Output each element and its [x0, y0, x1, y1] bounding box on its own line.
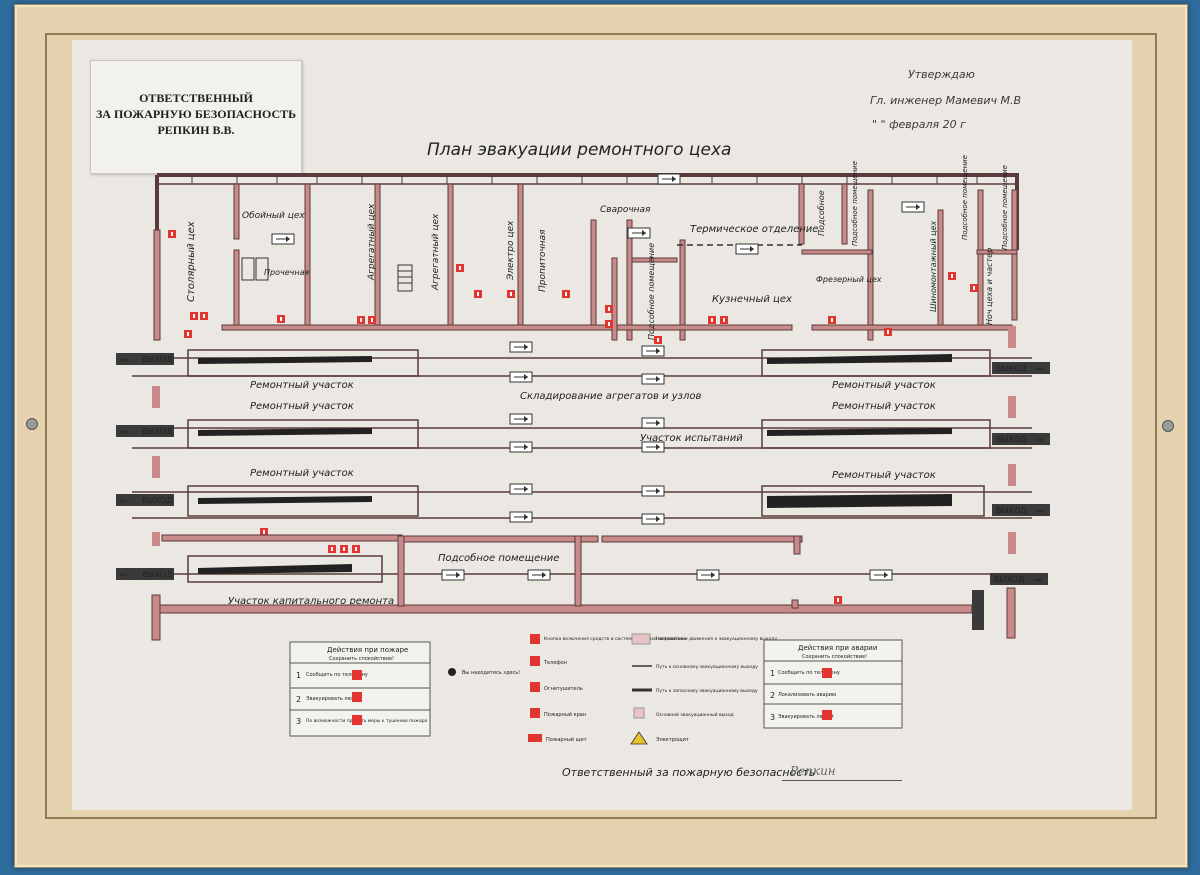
svg-text:1: 1: [770, 669, 775, 678]
svg-text:Направление движения к эвакуац: Направление движения к эвакуационному вы…: [656, 636, 777, 642]
room-label: Агрегатный цех: [431, 213, 441, 291]
room-label: Агрегатный цех: [367, 203, 377, 281]
svg-text:2: 2: [770, 691, 775, 700]
room-label: Электро цех: [506, 220, 516, 281]
signature-label: Ответственный за пожарную безопасность: [562, 766, 816, 779]
room-label: Термическое отделение: [690, 224, 818, 235]
signature-line: [782, 780, 902, 781]
svg-text:Кнопка включения средств и сис: Кнопка включения средств и систем пожарн…: [544, 635, 687, 642]
svg-text:ВЫХОД: ВЫХОД: [142, 355, 173, 364]
signature-name: Репкин: [790, 764, 836, 778]
note-line-1: ОТВЕТСТВЕННЫЙ: [139, 91, 253, 105]
legend-accident-actions: Действия при аварии Сохранить спокойстви…: [763, 639, 903, 729]
svg-text:ВЫХОД: ВЫХОД: [996, 506, 1027, 515]
legend-symbols: Кнопка включения средств и систем пожарн…: [528, 633, 777, 745]
svg-text:Пожарный кран: Пожарный кран: [544, 711, 586, 718]
area-label: Участок капитального ремонта: [228, 596, 394, 607]
svg-text:Сообщить по телефону: Сообщить по телефону: [778, 670, 840, 676]
svg-text:⇐: ⇐: [120, 497, 128, 507]
svg-text:ВЫХОД: ВЫХОД: [996, 364, 1027, 373]
svg-text:⇐: ⇐: [120, 428, 128, 438]
screw: [26, 418, 38, 430]
legend-fire-actions: Действия при пожаре Сохранить спокойстви…: [289, 641, 431, 737]
area-label: Ремонтный участок: [832, 401, 936, 412]
area-label: Ремонтный участок: [250, 401, 354, 412]
svg-text:2: 2: [296, 695, 301, 704]
room-label: Фрезерный цех: [816, 275, 882, 284]
svg-text:3: 3: [296, 717, 301, 726]
room-label: Столярный цех: [186, 221, 197, 302]
svg-text:1: 1: [296, 671, 301, 680]
svg-text:Эвакуировать людей: Эвакуировать людей: [306, 695, 362, 702]
svg-text:⇒: ⇒: [1036, 507, 1044, 517]
approval-line-2: Гл. инженер Мамевич М.В: [870, 94, 1022, 107]
room-label: Обойный цех: [242, 211, 305, 221]
svg-text:Огнетушитель: Огнетушитель: [544, 686, 583, 692]
approval-line-3: " " февраля 20 г: [872, 118, 966, 131]
room-label: Подсобное помещение: [961, 155, 969, 240]
svg-text:3: 3: [770, 713, 775, 722]
floor-plan: Столярный цех Обойный цех Прочечная Агре…: [116, 155, 1050, 745]
svg-text:⇒: ⇒: [1036, 365, 1044, 375]
approval-line-1: Утверждаю: [908, 68, 975, 81]
svg-text:Эвакуировать людей: Эвакуировать людей: [778, 713, 834, 720]
note-line-2: ЗА ПОЖАРНУЮ БЕЗОПАСНОСТЬ: [95, 107, 297, 121]
area-label: Ремонтный участок: [832, 470, 936, 481]
area-label: Ремонтный участок: [250, 380, 354, 391]
svg-text:Телефон: Телефон: [543, 660, 567, 666]
note-line-3: РЕПКИН В.В.: [157, 123, 235, 137]
svg-text:Локализовать аварию: Локализовать аварию: [778, 692, 836, 698]
responsible-note: ОТВЕТСТВЕННЫЙ ЗА ПОЖАРНУЮ БЕЗОПАСНОСТЬ Р…: [90, 60, 302, 174]
fire-equipment-markers: [168, 230, 978, 604]
svg-text:⇒: ⇒: [1034, 576, 1042, 586]
room-label: Прочечная: [264, 268, 309, 277]
room-label: Кузнечный цех: [712, 294, 792, 305]
svg-text:Сообщить по телефону: Сообщить по телефону: [306, 672, 368, 678]
evacuation-plan-poster: ОТВЕТСТВЕННЫЙ ЗА ПОЖАРНУЮ БЕЗОПАСНОСТЬ Р…: [72, 40, 1132, 810]
svg-text:По возможности принять меры к: По возможности принять меры к тушению по…: [306, 718, 428, 724]
room-label: Пропиточная: [538, 229, 548, 292]
svg-text:ВЫХОД: ВЫХОД: [996, 435, 1027, 444]
plan-title: План эвакуации ремонтного цеха: [427, 140, 732, 160]
svg-text:Путь к основному эвакуационном: Путь к основному эвакуационному выходу: [656, 664, 758, 670]
svg-text:Электрощит: Электрощит: [656, 737, 689, 743]
room-label: Подсобное: [817, 190, 826, 236]
area-label: Ремонтный участок: [832, 380, 936, 391]
room-label: Сварочная: [600, 205, 651, 215]
area-label: Складирование агрегатов и узлов: [520, 391, 702, 402]
svg-text:ВЫХОД: ВЫХОД: [994, 575, 1025, 584]
svg-text:⇐: ⇐: [120, 356, 128, 366]
area-label: Подсобное помещение: [438, 552, 559, 564]
you-are-here-label: Вы находитесь здесь!: [462, 670, 520, 676]
area-label: Ремонтный участок: [250, 468, 354, 479]
room-label: Подсобное помещение: [851, 161, 859, 246]
svg-text:Сохранить спокойствие!: Сохранить спокойствие!: [329, 655, 394, 662]
svg-text:Действия при пожаре: Действия при пожаре: [327, 646, 408, 654]
room-label: Ноч цеха и частер: [985, 248, 994, 325]
svg-text:⇒: ⇒: [1036, 436, 1044, 446]
svg-text:Пожарный щит: Пожарный щит: [546, 736, 587, 743]
room-label: Шиномонтажный цех: [929, 221, 938, 312]
svg-text:⇐: ⇐: [120, 571, 128, 581]
room-label: Подсобное помещение: [647, 243, 656, 340]
area-label: Участок испытаний: [640, 433, 743, 444]
svg-text:ВЫХОД: ВЫХОД: [142, 496, 173, 505]
room-label: Подсобное помещение: [1001, 165, 1009, 250]
exit-signs: ВЫХОД ⇐ ВЫХОД ⇐ ВЫХОД ⇐ ВЫХОД ⇐ ВЫХОД ⇒ ВЫХОД…: [116, 353, 1050, 630]
svg-text:Действия при аварии: Действия при аварии: [798, 644, 877, 652]
svg-text:Путь к запасному эвакуационном: Путь к запасному эвакуационному выходу: [656, 688, 758, 694]
svg-text:Основной эвакуационный выход: Основной эвакуационный выход: [656, 711, 734, 718]
you-are-here-dot: [448, 668, 456, 676]
screw: [1162, 420, 1174, 432]
svg-text:ВЫХОД: ВЫХОД: [142, 570, 173, 579]
svg-text:Сохранить спокойствие!: Сохранить спокойствие!: [802, 653, 867, 660]
svg-text:ВЫХОД: ВЫХОД: [142, 427, 173, 436]
